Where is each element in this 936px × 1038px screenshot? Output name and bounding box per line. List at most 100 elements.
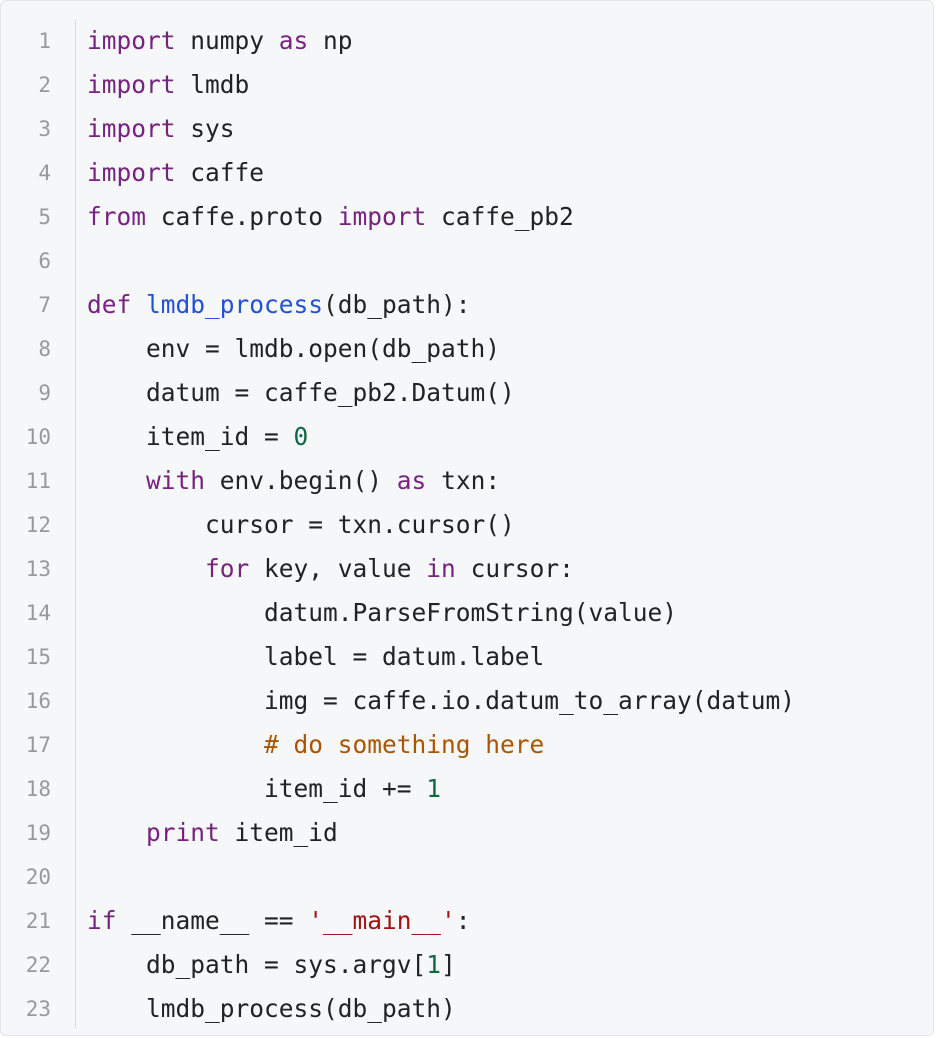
code-token (87, 466, 146, 495)
code-token: in (426, 554, 456, 583)
code-text: cursor = txn.cursor() (87, 503, 515, 547)
code-token: as (396, 466, 427, 495)
code-token: import (337, 202, 427, 231)
code-token: 1 (426, 774, 442, 803)
code-token (87, 818, 146, 847)
code-text: datum.ParseFromString(value) (87, 591, 677, 635)
line-number: 21 (25, 909, 51, 933)
line-number: 11 (25, 469, 51, 493)
code-token: img = caffe.io.datum_to_array(datum) (87, 686, 796, 715)
code-token: from (87, 202, 147, 231)
code-token: txn: (426, 466, 501, 495)
code-line: 20 (1, 855, 933, 899)
code-text: db_path = sys.argv[1] (87, 943, 456, 987)
line-number: 22 (25, 953, 51, 977)
line-number: 19 (25, 821, 51, 845)
code-text: print item_id (87, 811, 338, 855)
line-number: 17 (25, 733, 51, 757)
code-token: db_path = sys.argv[ (87, 950, 427, 979)
code-token: item_id (219, 818, 338, 847)
code-text: import sys (87, 107, 235, 151)
line-number: 12 (25, 513, 51, 537)
code-token: item_id = (87, 422, 294, 451)
code-token: # do something here (264, 730, 545, 759)
code-line: 7 def lmdb_process(db_path): (1, 283, 933, 327)
line-number: 8 (38, 337, 51, 361)
code-text: datum = caffe_pb2.Datum() (87, 371, 515, 415)
code-text: def lmdb_process(db_path): (87, 283, 471, 327)
line-number: 9 (38, 381, 51, 405)
code-token: label = datum.label (87, 642, 545, 671)
code-line: 6 (1, 239, 933, 283)
code-text: lmdb_process(db_path) (87, 987, 456, 1031)
code-token: env.begin() (205, 466, 397, 495)
code-line: 9 datum = caffe_pb2.Datum() (1, 371, 933, 415)
code-token: sys (175, 114, 235, 143)
code-token: caffe (175, 158, 265, 187)
line-number: 7 (38, 293, 51, 317)
code-token: cursor: (455, 554, 574, 583)
code-token: caffe.proto (146, 202, 338, 231)
code-text: env = lmdb.open(db_path) (87, 327, 500, 371)
code-line: 11 with env.begin() as txn: (1, 459, 933, 503)
code-token: import (87, 26, 176, 55)
code-line: 4 import caffe (1, 151, 933, 195)
code-token: with (146, 466, 206, 495)
code-token: print (146, 818, 220, 847)
code-token: caffe_pb2 (426, 202, 574, 231)
code-token: datum.ParseFromString(value) (87, 598, 678, 627)
code-token: : (455, 906, 471, 935)
code-line: 21 if __name__ == '__main__': (1, 899, 933, 943)
code-token: env = lmdb.open(db_path) (87, 334, 501, 363)
code-token: import (87, 70, 176, 99)
code-text: label = datum.label (87, 635, 544, 679)
code-token: def (87, 290, 132, 319)
line-number: 16 (25, 689, 51, 713)
line-number: 18 (25, 777, 51, 801)
code-token: ] (441, 950, 456, 979)
line-number: 20 (25, 865, 51, 889)
code-line: 15 label = datum.label (1, 635, 933, 679)
code-token (87, 554, 205, 583)
code-text: item_id += 1 (87, 767, 441, 811)
code-token: for (205, 554, 250, 583)
code-line: 23 lmdb_process(db_path) (1, 987, 933, 1031)
code-token: key, value (249, 554, 427, 583)
code-text: import caffe (87, 151, 264, 195)
line-number: 2 (38, 73, 51, 97)
code-line: 17 # do something here (1, 723, 933, 767)
line-number-gutter (1, 19, 76, 1029)
code-line: 2 import lmdb (1, 63, 933, 107)
line-number: 4 (38, 161, 51, 185)
code-token: lmdb_process (146, 290, 324, 319)
code-line: 10 item_id = 0 (1, 415, 933, 459)
code-token: numpy (175, 26, 279, 55)
code-text: item_id = 0 (87, 415, 308, 459)
code-text: import lmdb (87, 63, 249, 107)
code-text: # do something here (87, 723, 544, 767)
code-text: img = caffe.io.datum_to_array(datum) (87, 679, 795, 723)
code-line: 22 db_path = sys.argv[1] (1, 943, 933, 987)
code-token: 0 (293, 422, 309, 451)
code-token: if (87, 906, 117, 935)
code-text: from caffe.proto import caffe_pb2 (87, 195, 574, 239)
code-token: datum = caffe_pb2.Datum() (87, 378, 515, 407)
code-token: lmdb (175, 70, 250, 99)
code-text: if __name__ == '__main__': (87, 899, 471, 943)
code-text: import numpy as np (87, 19, 353, 63)
code-token: as (278, 26, 309, 55)
line-number: 23 (25, 997, 51, 1021)
code-token: (db_path): (323, 290, 471, 319)
code-token: __name__ == (116, 906, 309, 935)
code-token: '__main__' (308, 906, 456, 935)
code-token: item_id += (87, 774, 427, 803)
code-token: import (87, 114, 176, 143)
code-token (131, 290, 146, 319)
code-token: import (87, 158, 176, 187)
code-token (87, 730, 264, 759)
code-line: 8 env = lmdb.open(db_path) (1, 327, 933, 371)
